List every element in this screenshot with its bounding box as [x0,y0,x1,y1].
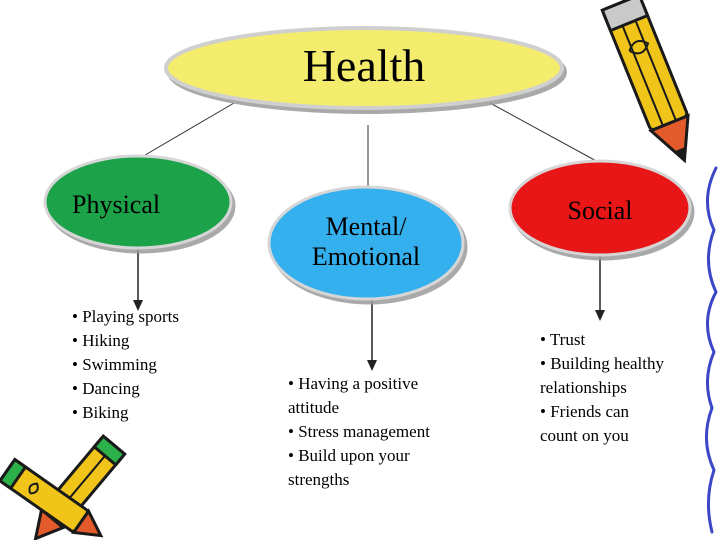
list-item: • Building healthy [540,352,664,376]
list-item: • Trust [540,328,664,352]
physical-list: • Playing sports • Hiking • Swimming • D… [72,305,179,425]
list-item: • Hiking [72,329,179,353]
arrow-physical [133,248,143,311]
list-item: • Playing sports [72,305,179,329]
list-item: • Having a positive [288,372,430,396]
list-item: • Friends can [540,400,664,424]
mental-label-line-2: Emotional [276,242,456,272]
list-item: strengths [288,468,430,492]
list-item: • Biking [72,401,179,425]
social-list: • Trust • Building healthy relationships… [540,328,664,448]
list-item: • Swimming [72,353,179,377]
arrow-mental [367,300,377,371]
list-item: • Build upon your [288,444,430,468]
social-label: Social [520,196,680,226]
list-item: count on you [540,424,664,448]
connector-health-social [490,103,600,163]
mental-list: • Having a positive attitude • Stress ma… [288,372,430,492]
mental-label-line-1: Mental/ [276,212,456,242]
arrow-social [595,255,605,321]
list-item: • Stress management [288,420,430,444]
pencil-icon [602,0,703,168]
health-title: Health [244,40,484,93]
mental-label: Mental/ Emotional [276,212,456,272]
list-item: attitude [288,396,430,420]
physical-label: Physical [50,190,226,220]
list-item: • Dancing [72,377,179,401]
connector-health-physical [140,103,234,158]
list-item: relationships [540,376,664,400]
scribble-decoration [706,168,716,532]
